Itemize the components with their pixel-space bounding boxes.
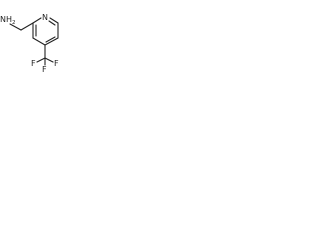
structure-diagram: N NH2 F F F xyxy=(0,0,96,73)
fluorine-bottom-label: F xyxy=(42,65,47,73)
bond-c2-ch2 xyxy=(20,22,34,31)
molecule-drawing: N NH2 F F F xyxy=(0,13,59,73)
bond-c-f-left xyxy=(36,57,46,63)
bond-ch2-nh2 xyxy=(9,23,22,31)
bond-c6-n1 xyxy=(49,17,59,24)
amine-label: NH2 xyxy=(0,15,16,26)
amine-label-subscript: 2 xyxy=(12,20,16,26)
fluorine-right-label: F xyxy=(54,59,59,68)
double-bond-c4-c5 xyxy=(45,36,56,43)
fluorine-left-label: F xyxy=(31,59,36,68)
amine-label-main: NH xyxy=(0,15,12,24)
bond-c4-c5 xyxy=(44,37,59,46)
double-bond-c6-n1 xyxy=(48,20,56,26)
bond-c3-c4 xyxy=(32,37,46,46)
ring-nitrogen-label: N xyxy=(42,13,48,22)
bond-c-f-right xyxy=(44,57,54,63)
bond-n1-c2 xyxy=(32,17,42,24)
